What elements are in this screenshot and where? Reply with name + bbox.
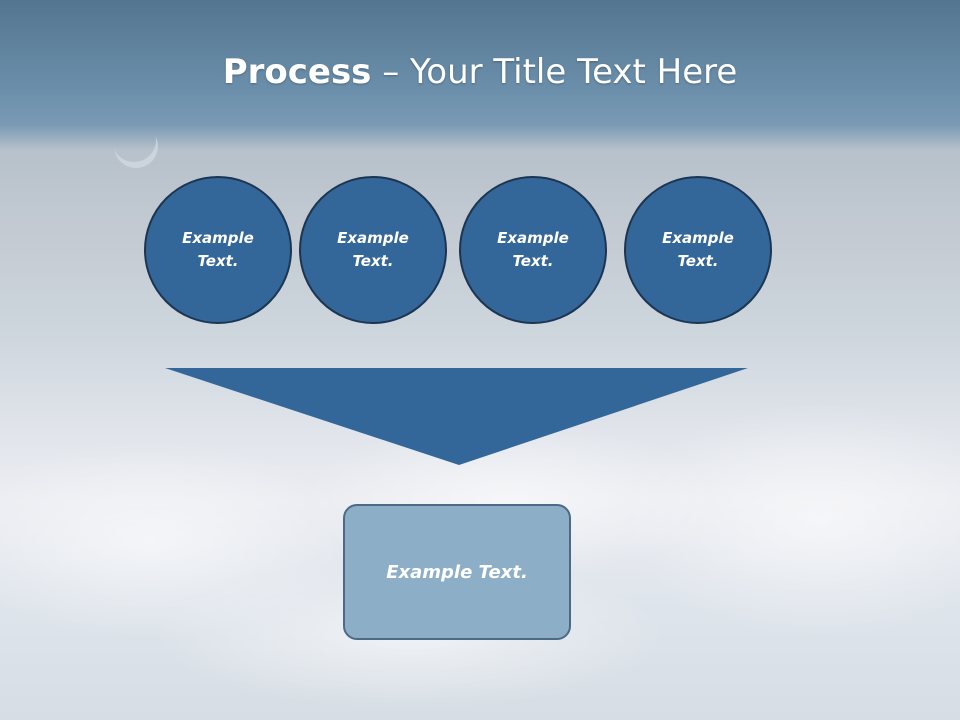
result-label: Example Text. <box>386 561 528 583</box>
title-bold: Process <box>222 52 372 92</box>
result-box: Example Text. <box>343 504 571 640</box>
process-step-3: Example Text. <box>459 176 607 324</box>
step-label: Example Text. <box>497 229 569 270</box>
step-label: Example Text. <box>337 229 409 270</box>
step-label: Example Text. <box>662 229 734 270</box>
funnel-triangle <box>165 368 748 465</box>
process-step-1: Example Text. <box>144 176 292 324</box>
process-step-4: Example Text. <box>624 176 772 324</box>
process-step-2: Example Text. <box>299 176 447 324</box>
title-rest: – Your Title Text Here <box>371 52 738 92</box>
slide-title: Process – Your Title Text Here <box>0 52 960 92</box>
step-label: Example Text. <box>182 229 254 270</box>
